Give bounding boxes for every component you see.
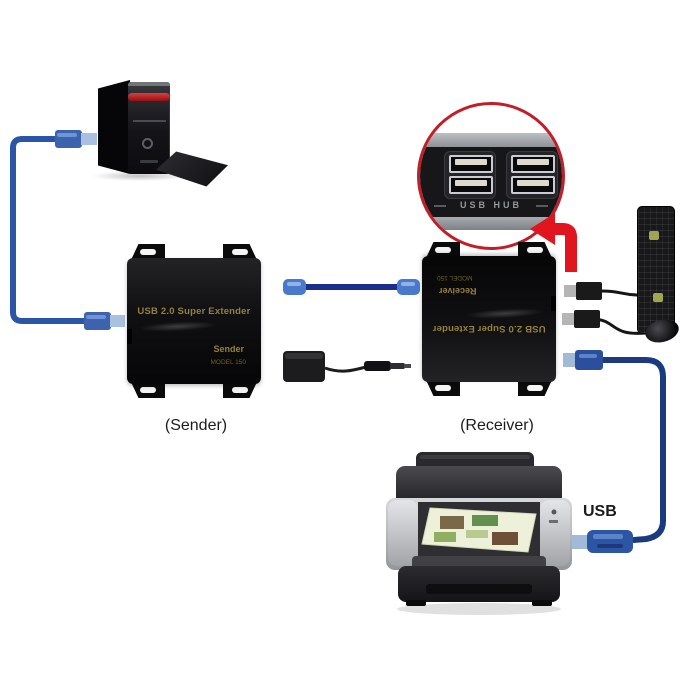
reflection-streak xyxy=(465,306,545,321)
printer-right-pillar xyxy=(540,500,570,566)
keyboard xyxy=(637,206,675,334)
receiver-box: USB 2.0 Super Extender Receiver MODEL 15… xyxy=(420,242,558,396)
printer-button-icon xyxy=(551,509,557,515)
sender-faceplate: USB 2.0 Super Extender Sender MODEL 150 xyxy=(127,258,261,384)
key-highlight xyxy=(649,231,659,240)
printer-cable-connector-icon xyxy=(572,530,633,553)
caption-receiver: (Receiver) xyxy=(460,417,534,434)
power-button-icon xyxy=(142,138,153,149)
mounting-tab xyxy=(223,382,257,398)
sender-title: USB 2.0 Super Extender xyxy=(137,306,251,317)
usb-connector-icon xyxy=(84,312,125,330)
hub-label: USB HUB xyxy=(459,200,522,210)
drive-slot xyxy=(133,120,166,122)
hub-top-strip xyxy=(420,133,562,147)
panel-mark xyxy=(434,205,446,207)
receiver-title: USB 2.0 Super Extender xyxy=(432,323,546,334)
key-highlight xyxy=(653,293,663,302)
sender-model: MODEL 150 xyxy=(210,359,246,366)
mounting-tab xyxy=(131,382,165,398)
usb-port-icon xyxy=(511,155,555,173)
red-accent-stripe xyxy=(128,93,170,101)
sender-box: USB 2.0 Super Extender Sender MODEL 150 xyxy=(125,244,263,398)
receiver-faceplate: USB 2.0 Super Extender Receiver MODEL 15… xyxy=(422,256,556,382)
receiver-label: Receiver xyxy=(439,286,477,296)
power-plug-icon xyxy=(364,361,411,371)
mounting-tab xyxy=(223,244,257,260)
caption-sender: (Sender) xyxy=(164,417,228,434)
panel-mark xyxy=(536,205,548,207)
receiver-model: MODEL 150 xyxy=(437,274,473,281)
mouse-usb-connector-icon xyxy=(562,310,600,328)
usb-port-notch xyxy=(551,296,556,311)
printer-cable-connector-icon xyxy=(563,350,603,370)
hub-bottom-strip xyxy=(420,217,562,230)
tower-shadow xyxy=(92,171,188,181)
mounting-tab xyxy=(131,244,165,260)
link-cable-connector-icon xyxy=(283,279,306,295)
keyboard-cable xyxy=(600,289,640,297)
printer xyxy=(386,452,572,615)
tower-top-bezel xyxy=(128,82,170,86)
hub-panel: USB HUB xyxy=(420,147,562,217)
tower-side-panel xyxy=(98,80,130,174)
usb-port-notch xyxy=(127,329,132,344)
usb-port-pair-icon xyxy=(444,151,496,199)
sender-label: Sender xyxy=(213,344,244,354)
computer-tower xyxy=(98,76,170,178)
usb-port-icon xyxy=(449,176,493,194)
mounting-tab xyxy=(426,380,460,396)
usb-hub-callout: USB HUB xyxy=(417,102,565,250)
brand-badge xyxy=(140,160,158,163)
printer-left-pillar xyxy=(388,500,418,566)
usb-label: USB xyxy=(583,503,617,520)
link-cable-connector-icon xyxy=(397,279,420,295)
printer-lid xyxy=(396,466,562,506)
printed-photos xyxy=(434,515,518,545)
usb-port-pair-icon xyxy=(506,151,558,199)
reflection-streak xyxy=(138,319,218,334)
keyboard-usb-connector-icon xyxy=(564,282,602,300)
usb-port-icon xyxy=(449,155,493,173)
mounting-tab xyxy=(518,380,552,396)
usb-connector-icon xyxy=(55,130,97,148)
usb-cable-computer-sender xyxy=(10,136,89,324)
printer-shadow xyxy=(397,603,561,615)
usb-port-icon xyxy=(511,176,555,194)
power-adapter xyxy=(283,351,367,382)
